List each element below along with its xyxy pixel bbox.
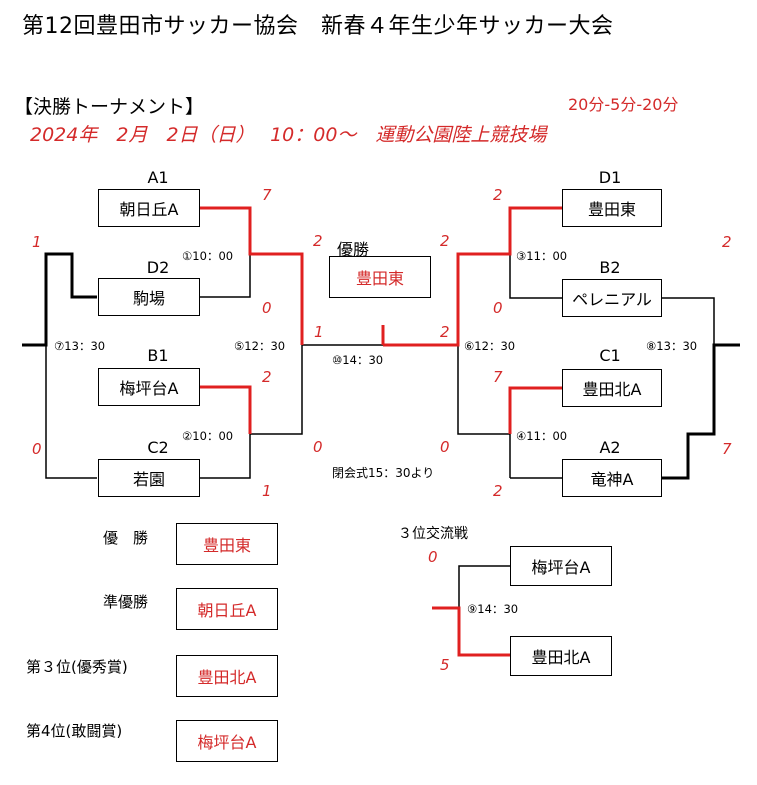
third-place-top-team: 梅坪台A <box>510 546 612 586</box>
score-a2: 2 <box>493 482 503 500</box>
line-m3-b2 <box>509 254 562 299</box>
match-time-9: ⑨14：30 <box>467 602 519 616</box>
seed-d2: D2 <box>146 258 170 277</box>
team-c2: 若園 <box>98 459 200 497</box>
seed-c2: C2 <box>147 438 169 457</box>
score-a1: 7 <box>262 186 272 204</box>
rank-team-4: 梅坪台A <box>176 720 278 762</box>
match-time-7: ⑦13：30 <box>54 339 106 353</box>
seed-a1: A1 <box>147 168 169 187</box>
line-m8-top <box>660 297 715 345</box>
score-m7-top: 1 <box>32 233 42 251</box>
section-heading: 【決勝トーナメント】 <box>14 96 205 118</box>
page-title: 第12回豊田市サッカー協会 新春４年生少年サッカー大会 <box>22 14 614 39</box>
team-b2: ペレニアル <box>562 279 662 317</box>
line-m7-bottom <box>45 345 97 479</box>
champion-team: 豊田東 <box>329 256 431 298</box>
seed-b2: B2 <box>599 258 621 277</box>
score-third-bottom: 5 <box>440 656 450 674</box>
rank-label-3: 第３位(優秀賞) <box>26 658 128 676</box>
team-c1: 豊田北A <box>562 369 662 407</box>
champion-label: 優勝 <box>337 240 370 259</box>
date-venue: 2024年 2月 2日（日） 10：00～ 運動公園陸上競技場 <box>30 124 547 146</box>
match-time-5: ⑤12：30 <box>234 339 286 353</box>
third-place-bottom-team: 豊田北A <box>510 636 612 676</box>
line-third-top <box>458 565 510 608</box>
win-m4-c1 <box>508 386 562 434</box>
score-third-top: 0 <box>428 548 438 566</box>
seed-b1: B1 <box>147 346 169 365</box>
seed-d1: D1 <box>598 168 622 187</box>
rank-label-1: 優 勝 <box>103 529 149 547</box>
score-d1: 2 <box>493 186 503 204</box>
win-m7-d2 <box>22 252 97 347</box>
win-m8-a2 <box>660 343 740 480</box>
score-m8-bottom: 7 <box>722 440 732 458</box>
third-place-title: ３位交流戦 <box>398 526 468 542</box>
score-sf-left-bottom: 0 <box>313 438 323 456</box>
rank-team-2: 朝日丘A <box>176 588 278 630</box>
match-time-8: ⑧13：30 <box>646 339 698 353</box>
score-b1: 2 <box>262 368 272 386</box>
team-a2: 竜神A <box>562 459 662 497</box>
match-time-3: ③11：00 <box>516 249 568 263</box>
rank-label-4: 第4位(敢闘賞) <box>26 722 123 740</box>
match-format: 20分-5分-20分 <box>568 95 679 114</box>
team-b1: 梅坪台A <box>98 368 200 406</box>
rank-team-1: 豊田東 <box>176 523 278 565</box>
score-b2: 0 <box>493 299 503 317</box>
line-m5-bottom <box>250 345 303 435</box>
match-time-6: ⑥12：30 <box>464 339 516 353</box>
score-sf-left-top: 2 <box>313 232 323 250</box>
win-m2-b1 <box>200 385 252 434</box>
rank-team-3: 豊田北A <box>176 655 278 697</box>
win-final-h <box>383 206 562 347</box>
line-m6-bottom <box>457 345 510 435</box>
closing-ceremony: 閉会式15：30より <box>332 466 435 480</box>
score-m7-bottom: 0 <box>32 440 42 458</box>
line-m2-c2 <box>200 434 251 479</box>
score-d2: 0 <box>262 299 272 317</box>
match-time-2: ②10：00 <box>182 429 234 443</box>
line-m1-d2 <box>200 254 251 298</box>
score-c2: 1 <box>262 482 272 500</box>
match-time-10: ⑩14：30 <box>332 353 384 367</box>
win-third <box>432 606 510 657</box>
team-d2: 駒場 <box>98 278 200 316</box>
team-d1: 豊田東 <box>562 189 662 227</box>
match-time-1: ①10：00 <box>182 249 234 263</box>
score-sf-right-bottom: 0 <box>440 438 450 456</box>
rank-label-2: 準優勝 <box>103 593 149 611</box>
win-m1-a1 <box>200 206 304 345</box>
team-a1: 朝日丘A <box>98 189 200 227</box>
seed-c1: C1 <box>599 346 621 365</box>
score-sf-right-top: 2 <box>440 232 450 250</box>
score-c1: 7 <box>493 368 503 386</box>
score-final-right: 2 <box>440 323 450 341</box>
score-final-left: 1 <box>314 323 324 341</box>
score-m8-top: 2 <box>722 233 732 251</box>
match-time-4: ④11：00 <box>516 429 568 443</box>
seed-a2: A2 <box>599 438 621 457</box>
